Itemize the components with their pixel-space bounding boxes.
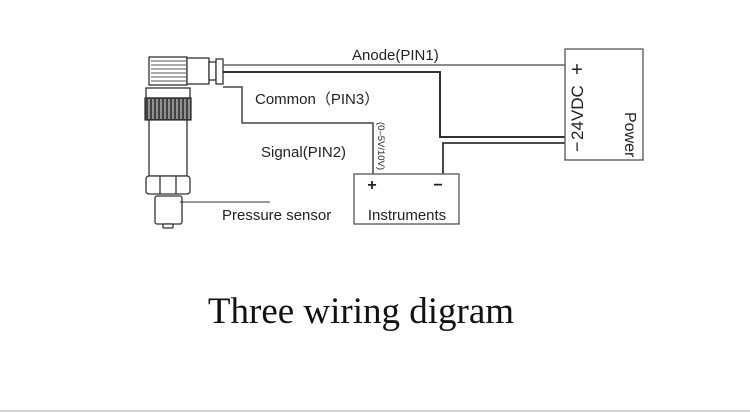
instrument-plus-sign: +	[367, 177, 376, 194]
pressure-sensor-label: Pressure sensor	[222, 207, 331, 224]
wire-common	[223, 71, 568, 138]
anode-label: Anode(PIN1)	[352, 47, 439, 64]
power-minus-sign: −	[567, 141, 587, 152]
power-label: Power	[621, 112, 638, 158]
common-label: Common（PIN3）	[255, 91, 379, 108]
instruments-label: Instruments	[368, 207, 446, 224]
signal-range-label: (0–5V/10V)	[375, 122, 386, 170]
diagram-title: Three wiring digram	[207, 291, 515, 332]
wire-power-to-instrument	[442, 142, 568, 174]
signal-label: Signal(PIN2)	[261, 144, 346, 161]
power-supply-box	[564, 48, 644, 161]
power-plus-sign: +	[571, 59, 583, 81]
instruments-box	[353, 173, 460, 225]
pressure-sensor-icon	[144, 56, 224, 229]
power-voltage-label: 24VDC	[568, 85, 587, 140]
instrument-minus-sign: −	[433, 177, 442, 194]
wire-signal	[223, 86, 374, 174]
bottom-divider	[0, 410, 750, 412]
